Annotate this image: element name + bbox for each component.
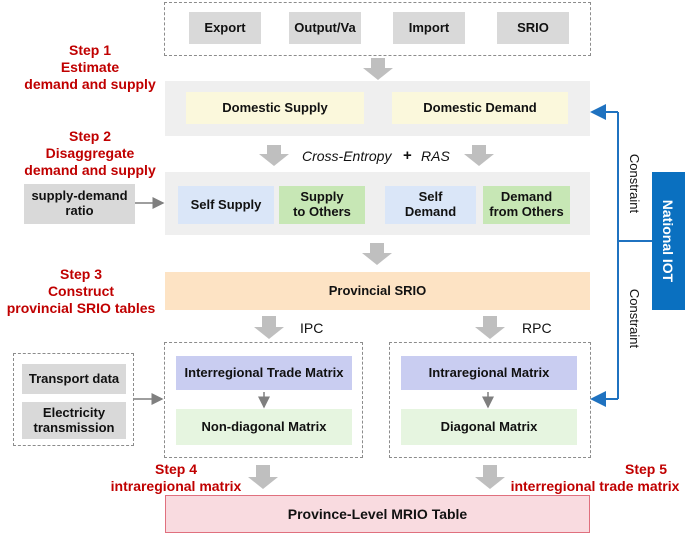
self-demand-line-2: Demand: [404, 204, 457, 219]
interregional-trade-matrix-box: Interregional Trade Matrix: [176, 356, 352, 390]
input-srio-label: SRIO: [517, 19, 549, 35]
domestic-demand-label: Domestic Demand: [423, 99, 537, 115]
transport-data-box: Transport data: [22, 364, 126, 394]
supply-to-others-line-1: Supply: [300, 189, 344, 205]
step-4-label: Step 4 intraregional matrix: [96, 461, 256, 495]
final-mrio-table-box: Province-Level MRIO Table: [165, 495, 590, 533]
constraint-label-top: Constraint: [620, 148, 650, 218]
inputs-group: [164, 2, 591, 56]
step-3-line-3: provincial SRIO tables: [6, 299, 156, 316]
self-supply-label: Self Supply: [190, 196, 262, 212]
step-1-line-2: Estimate: [60, 58, 120, 75]
intraregional-matrix-box: Intraregional Matrix: [401, 356, 577, 390]
electricity-line-2: transmission: [33, 419, 115, 435]
national-iot-label: National IOT: [660, 199, 677, 283]
input-import: Import: [393, 12, 465, 44]
arrow-inputs-to-domestic: [363, 58, 393, 80]
input-import-label: Import: [408, 19, 450, 35]
input-output-va-label: Output/Va: [294, 19, 356, 35]
step-1-label: Step 1 Estimate demand and supply: [10, 42, 170, 92]
demand-from-others-line-2: from Others: [489, 204, 564, 219]
step-4-title: Step 4: [154, 461, 197, 477]
domestic-demand-box: Domestic Demand: [392, 92, 568, 124]
method-ras: RAS: [421, 148, 450, 164]
arrow-split-to-provincial: [362, 243, 392, 265]
demand-from-others-line-1: Demand: [500, 189, 553, 205]
non-diagonal-matrix-label: Non-diagonal Matrix: [201, 418, 327, 434]
external-data-group: [13, 353, 134, 446]
method-cross-entropy: Cross-Entropy: [302, 148, 392, 164]
ipc-group: [164, 342, 363, 458]
arrow-provincial-to-rpc: [475, 316, 505, 339]
domestic-supply-box: Domestic Supply: [186, 92, 364, 124]
input-export: Export: [189, 12, 261, 44]
rpc-label: RPC: [522, 320, 552, 336]
diagonal-matrix-box: Diagonal Matrix: [401, 409, 577, 445]
step-5-title: Step 5: [624, 461, 667, 477]
intraregional-matrix-label: Intraregional Matrix: [428, 364, 550, 380]
supply-to-others-line-2: to Others: [293, 204, 351, 219]
step-2-title: Step 2: [68, 128, 111, 144]
provincial-srio-box: Provincial SRIO: [165, 272, 590, 310]
arrow-rpc-to-final: [475, 465, 505, 489]
provincial-srio-label: Provincial SRIO: [328, 282, 427, 298]
diagonal-matrix-label: Diagonal Matrix: [440, 418, 538, 434]
constraint-label-bottom: Constraint: [620, 283, 650, 353]
transport-data-label: Transport data: [28, 370, 120, 386]
rpc-group: [389, 342, 591, 458]
domestic-supply-label: Domestic Supply: [222, 99, 328, 115]
constraint-text-bottom: Constraint: [627, 288, 643, 348]
step-3-title: Step 3: [59, 266, 102, 282]
arrow-ipc-to-final: [248, 465, 278, 489]
national-iot-box: National IOT: [652, 172, 685, 310]
self-demand-line-1: Self: [418, 189, 443, 205]
constraint-text-top: Constraint: [627, 153, 643, 213]
step-2-label: Step 2 Disaggregate demand and supply: [10, 128, 170, 178]
step-1-title: Step 1: [68, 42, 111, 58]
step-2-line-2: Disaggregate: [45, 144, 135, 161]
step-3-line-2: Construct: [47, 282, 115, 299]
non-diagonal-matrix-box: Non-diagonal Matrix: [176, 409, 352, 445]
ratio-line-2: ratio: [65, 203, 94, 218]
ipc-label: IPC: [300, 320, 324, 336]
ratio-line-1: supply-demand: [31, 188, 128, 204]
arrow-demand-to-split: [464, 145, 494, 166]
final-mrio-table-label: Province-Level MRIO Table: [287, 505, 468, 522]
step-5-line-2: interregional trade matrix: [510, 477, 680, 494]
step-4-line-2: intraregional matrix: [110, 477, 242, 494]
flow-arrows: [248, 58, 505, 489]
step-1-line-3: demand and supply: [24, 75, 156, 92]
step-2-line-3: demand and supply: [24, 161, 156, 178]
self-supply-box: Self Supply: [178, 186, 274, 224]
step-3-label: Step 3 Construct provincial SRIO tables: [0, 266, 162, 316]
electricity-line-1: Electricity: [42, 404, 106, 420]
step-5-label: Step 5 interregional trade matrix: [505, 461, 685, 495]
input-output-va: Output/Va: [289, 12, 361, 44]
input-export-label: Export: [204, 19, 246, 35]
method-plus: +: [403, 147, 412, 164]
arrow-supply-to-split: [259, 145, 289, 166]
interregional-trade-matrix-label: Interregional Trade Matrix: [184, 364, 344, 380]
input-srio: SRIO: [497, 12, 569, 44]
arrow-provincial-to-ipc: [254, 316, 284, 339]
